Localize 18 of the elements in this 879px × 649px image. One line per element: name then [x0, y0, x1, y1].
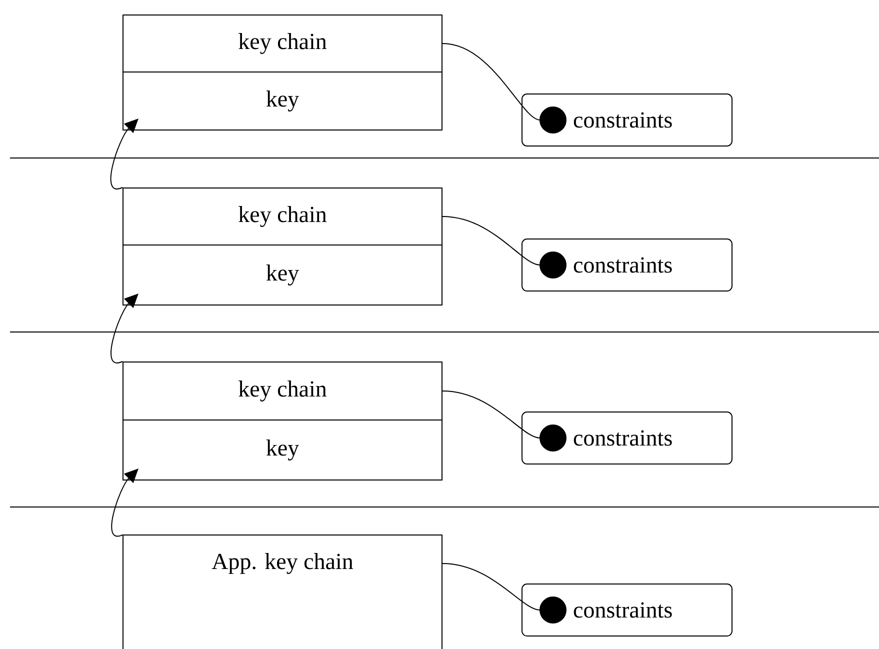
key-cell: key chain	[122, 188, 442, 246]
curved-arrow	[111, 468, 138, 537]
curved-arrow	[110, 294, 138, 364]
key-cell: key	[122, 244, 442, 306]
connector	[442, 43, 566, 134]
connector	[442, 390, 566, 452]
connector	[442, 216, 566, 278]
key-cell: key chain	[122, 14, 442, 72]
key-cell: key	[122, 420, 442, 480]
connector	[442, 563, 566, 624]
key-cell: key chain	[122, 362, 442, 420]
constraint-box: constraints	[522, 238, 732, 292]
key-cell: key	[122, 72, 442, 130]
constraint-box: constraints	[522, 94, 732, 146]
constraint-box: constraints	[522, 584, 732, 636]
curved-arrow	[110, 118, 138, 190]
constraint-box: constraints	[522, 412, 732, 464]
open-box: App. key chain	[122, 534, 442, 649]
